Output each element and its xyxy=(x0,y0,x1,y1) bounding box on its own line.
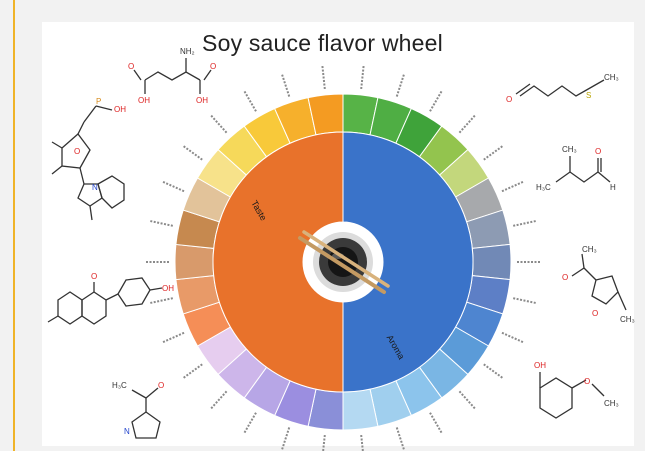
label-aldehyde-oxygen: O xyxy=(595,147,601,156)
label-methyl: CH₃ xyxy=(604,399,619,408)
label-furan-oxygen: O xyxy=(592,309,598,318)
descriptor-label xyxy=(209,114,228,134)
outer-ring xyxy=(174,93,512,431)
descriptor-label xyxy=(501,180,525,193)
label-methyl-ring: CH₃ xyxy=(620,315,635,324)
descriptor-label xyxy=(483,363,504,380)
accent-rule xyxy=(13,0,15,451)
label-oh-right: OH xyxy=(196,96,208,105)
descriptor-label xyxy=(149,297,174,305)
descriptor-label xyxy=(280,73,291,97)
label-methyl: H₃C xyxy=(112,381,127,390)
figure-title: Soy sauce flavor wheel xyxy=(202,30,443,56)
descriptor-label xyxy=(182,363,203,380)
label-keto-oxygen: O xyxy=(562,273,568,282)
descriptor-labels xyxy=(145,64,541,451)
label-keto-oxygen: O xyxy=(91,272,97,281)
descriptor-label xyxy=(360,434,364,451)
descriptor-label xyxy=(360,64,365,90)
label-aldehyde-hydrogen: H xyxy=(610,183,616,192)
descriptor-label xyxy=(209,390,228,410)
label-hydroxyl: OH xyxy=(114,105,126,114)
label-phenol-oh: OH xyxy=(162,284,174,293)
descriptor-label xyxy=(429,412,443,434)
descriptor-label xyxy=(322,434,326,451)
label-ether-oxygen: O xyxy=(584,377,590,386)
chopsticks xyxy=(298,230,390,294)
label-oh-left: OH xyxy=(138,96,150,105)
descriptor-label xyxy=(512,219,537,227)
label-hydroxyl: OH xyxy=(534,361,546,370)
descriptor-label xyxy=(161,331,185,344)
label-nh2: NH₂ xyxy=(180,47,195,56)
descriptor-label xyxy=(512,297,537,305)
descriptor-label xyxy=(395,73,406,97)
descriptor-label xyxy=(280,427,291,451)
label-methyl-acetyl: CH₃ xyxy=(582,245,597,254)
label-methyl-top: CH₃ xyxy=(562,145,577,154)
descriptor-label xyxy=(429,90,443,112)
descriptor-label xyxy=(395,427,406,451)
label-o-left: O xyxy=(128,62,134,71)
descriptor-label xyxy=(161,180,185,193)
descriptor-label xyxy=(243,90,257,112)
descriptor-label xyxy=(182,144,203,161)
label-methyl-left: H₃C xyxy=(536,183,551,192)
label-ring-nitrogen: N xyxy=(124,427,130,436)
label-ring-oxygen: O xyxy=(74,147,80,156)
label-o-right: O xyxy=(210,62,216,71)
descriptor-label xyxy=(501,331,525,344)
descriptor-label xyxy=(243,412,257,434)
label-methyl: CH₃ xyxy=(604,73,619,82)
label-phosphorus: P xyxy=(96,97,101,106)
descriptor-label xyxy=(149,219,174,227)
descriptor-label xyxy=(458,390,477,410)
label-aldehyde-oxygen: O xyxy=(506,95,512,104)
descriptor-label xyxy=(483,144,504,161)
label-carbonyl-oxygen: O xyxy=(158,381,164,390)
label-sulfur: S xyxy=(586,91,591,100)
inner-ring xyxy=(212,131,474,393)
label-nitrogen: N xyxy=(92,183,98,192)
descriptor-label xyxy=(321,64,326,90)
descriptor-label xyxy=(458,114,477,134)
